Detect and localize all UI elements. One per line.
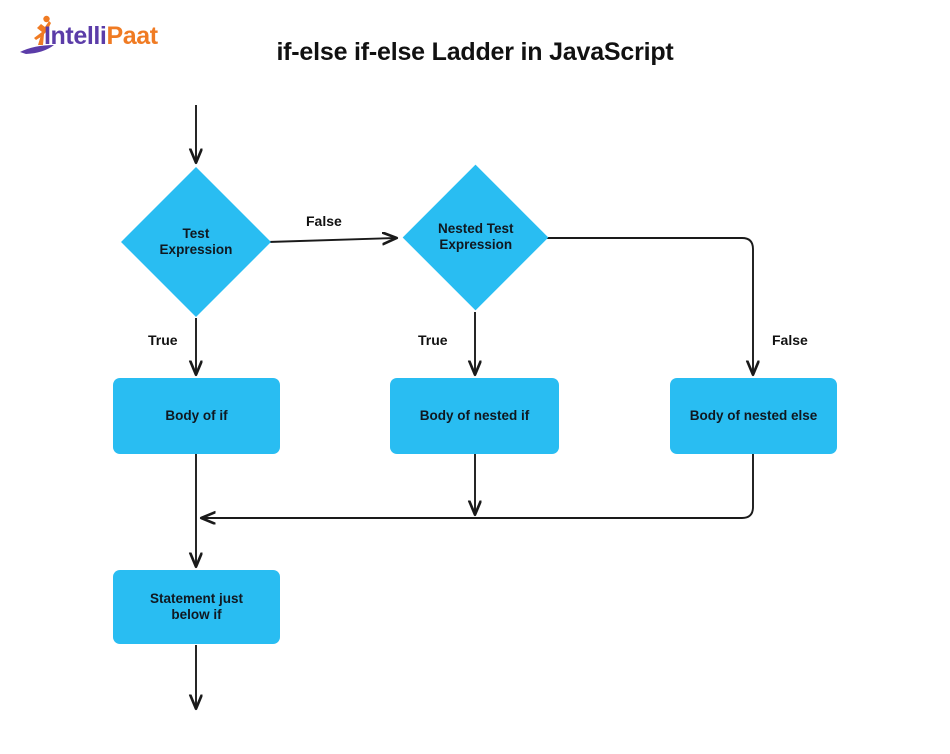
edge-nested-to-body-of-nested-else-false [546, 237, 753, 374]
logo-wordmark: IntelliPaat [44, 24, 158, 49]
edge-label-false-nested-test-expression: False [772, 332, 808, 348]
node-body-of-if-label: Body of if [165, 407, 228, 423]
page-title: if-else if-else Ladder in JavaScript [276, 38, 674, 66]
node-body-of-nested-if-label: Body of nested if [419, 407, 530, 423]
logo-wordmark-intelli: Intelli [44, 22, 107, 50]
edge-test-expression-to-nested-false [267, 238, 396, 242]
node-body-of-nested-if[interactable]: Body of nested if [390, 378, 559, 454]
logo-figure-icon [20, 15, 54, 54]
node-nested-test-expression-label-line1: Nested Test [437, 221, 514, 237]
edge-label-true-nested-test-expression: True [418, 332, 448, 348]
node-test-expression-label-line2: Expression [159, 242, 233, 257]
node-test-expression-label-line1: Test [182, 225, 210, 241]
node-nested-test-expression-label-line2: Expression [439, 237, 512, 253]
node-body-of-nested-else[interactable]: Body of nested else [670, 378, 837, 454]
logo-wordmark-paat: Paat [106, 22, 158, 50]
node-test-expression-label: Test Expression [160, 226, 233, 259]
edge-label-false-test-expression: False [306, 213, 342, 229]
node-statement-below-if-label-line1: Statement just [149, 590, 244, 606]
node-body-of-nested-else-label: Body of nested else [689, 407, 818, 423]
edge-body-of-nested-else-to-merge [202, 454, 754, 518]
node-nested-test-expression-label: Nested Test Expression [438, 221, 514, 254]
intellipaat-logo: IntelliPaat [18, 12, 158, 64]
node-statement-below-if[interactable]: Statement just below if [113, 570, 280, 644]
node-statement-below-if-label: Statement just below if [150, 591, 243, 624]
edge-label-true-test-expression: True [148, 332, 178, 348]
node-statement-below-if-label-line2: below if [171, 607, 222, 622]
node-body-of-if[interactable]: Body of if [113, 378, 280, 454]
